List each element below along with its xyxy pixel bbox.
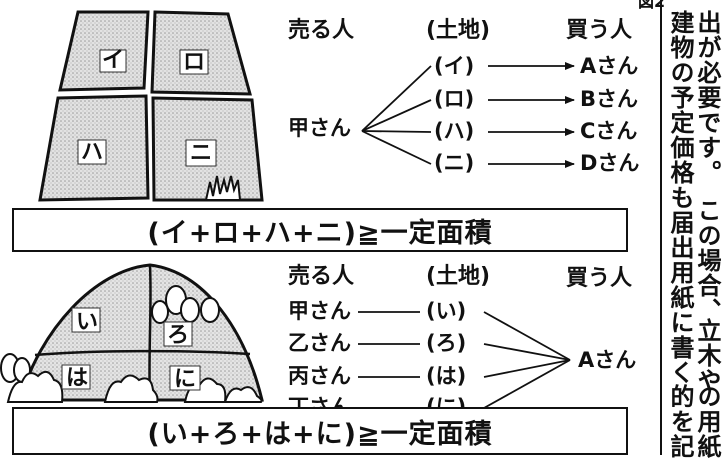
side-text-col1-low: 立木や (693, 318, 722, 393)
land-row-4: (ニ) (434, 151, 475, 175)
seller2-row-3: 丙さん (288, 364, 351, 388)
header2-buyer: 買う人 (566, 266, 633, 291)
side-text-col2: 建物の予定価格も届出用紙に書く (666, 10, 695, 385)
equation-box-top: (イ+ロ+ハ+ニ)≧一定面積 (12, 208, 628, 252)
distribution-lines (361, 62, 575, 168)
header-land: (土地) (426, 18, 491, 43)
plot-label-ni: ニ (190, 141, 213, 166)
header2-seller: 売る人 (288, 264, 355, 289)
plot-label-ni-hira: に (174, 367, 197, 392)
equation-box-bottom: (い+ろ+は+に)≧一定面積 (12, 407, 628, 455)
land-row-1: (イ) (434, 54, 475, 78)
header2-land: (土地) (426, 264, 491, 289)
side-text-col2-bottom: 的を記 (666, 384, 695, 459)
buyer-row-4: Dさん (580, 151, 640, 175)
bush-row (6, 370, 263, 403)
side-text-col1-bottom: の用紙 (693, 384, 722, 459)
grass-tuft (204, 175, 242, 201)
header-seller: 売る人 (288, 18, 355, 43)
plot-label-ha: ハ (81, 140, 104, 165)
plot-label-ro: ロ (183, 50, 206, 75)
land-plots-illustration (38, 10, 264, 202)
plot-label-ha-hira: は (66, 366, 89, 391)
figure-corner-label: 図2 (638, 0, 666, 11)
equation-text-bottom: (い+ろ+は+に)≧一定面積 (147, 418, 493, 450)
plot-label-i-hira: い (76, 310, 99, 335)
column-divider (660, 0, 662, 455)
land2-row-1: (い) (426, 299, 467, 323)
convergence-lines (358, 311, 571, 409)
buyer2: Aさん (578, 348, 637, 372)
land2-row-3: (は) (426, 364, 467, 388)
land-row-3: (ハ) (434, 119, 475, 143)
land-row-2: (ロ) (434, 87, 475, 111)
side-text-col1-mid: この場合、 (693, 198, 722, 323)
seller-name: 甲さん (288, 116, 351, 140)
header-buyer: 買う人 (566, 18, 633, 43)
side-text-col1-top: 出が必要です。 (693, 10, 722, 185)
plot-label-i: イ (102, 48, 125, 73)
equation-text-top: (イ+ロ+ハ+ニ)≧一定面積 (147, 217, 493, 249)
buyer-row-1: Aさん (580, 54, 639, 78)
buyer-row-3: Cさん (580, 119, 638, 143)
buyer-row-2: Bさん (580, 87, 639, 111)
seller2-row-1: 甲さん (288, 299, 351, 323)
plot-label-ro-hira: ろ (167, 323, 190, 348)
land2-row-2: (ろ) (426, 331, 467, 355)
tree-cluster-upper (151, 285, 220, 324)
mountain-illustration (0, 263, 264, 403)
seller2-row-2: 乙さん (288, 331, 351, 355)
